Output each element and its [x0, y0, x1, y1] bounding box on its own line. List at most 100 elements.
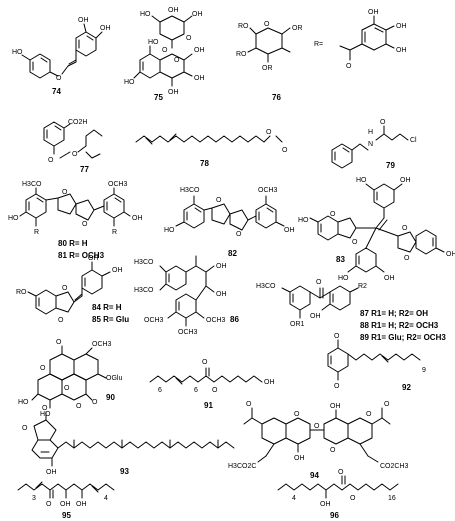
atom-label: OH [216, 291, 227, 298]
compound-92: O O 9 92 [327, 333, 426, 392]
atom-label: 9 [422, 367, 426, 374]
compound-number: 85 R= Glu [92, 315, 129, 324]
atom-label: OCH3 [178, 329, 198, 336]
compound-number: 91 [204, 401, 213, 410]
atom-label: 16 [388, 495, 396, 502]
compound-80-81: H3CO HO R O O OCH3 OH R 80 R= H 81 R= OC… [8, 181, 143, 260]
compound-number: 94 [310, 471, 319, 480]
atom-label: OH [194, 47, 205, 54]
atom-label: O [76, 403, 82, 410]
compound-number: 80 R= H [58, 239, 88, 248]
atom-label: OH [368, 9, 379, 16]
atom-label: RO [236, 51, 247, 58]
compound-91: O O OH 6 6 91 [149, 359, 275, 410]
atom-label: HO [12, 49, 23, 56]
atom-label: OH [192, 11, 203, 18]
atom-label: OCH3 [108, 181, 128, 188]
atom-label: HO [8, 215, 19, 222]
atom-label: OH [310, 313, 321, 320]
atom-label: O [330, 211, 336, 218]
compound-82: H3CO HO O O OCH3 OH 82 [164, 187, 295, 258]
atom-label: OGlu [106, 375, 122, 382]
atom-label: OCH3 [258, 187, 278, 194]
atom-label: H3CO [134, 287, 154, 294]
atom-label: O [352, 239, 358, 246]
atom-label: OH [194, 75, 205, 82]
compound-74: HO OH OH O 74 [12, 17, 111, 96]
compound-number: 82 [228, 249, 237, 258]
atom-label: OH [168, 89, 179, 96]
atom-label: H [368, 129, 373, 136]
atom-label: O [316, 279, 322, 286]
atom-label: O [46, 501, 52, 508]
compound-90: O OCH3 O OGlu HO O HO O O 90 [18, 339, 122, 418]
atom-label: RO [238, 23, 249, 30]
compound-number: 89 R1= Glu; R2= OCH3 [360, 333, 446, 342]
compound-94: OH O O O O H3CO2C OH O O CO2CH3 94 [228, 401, 409, 480]
atom-label: OH [88, 255, 99, 262]
atom-label: O [294, 411, 300, 418]
atom-label: OH [320, 501, 331, 508]
atom-label: OH [396, 23, 407, 30]
atom-label: H3CO [22, 181, 42, 188]
atom-label: OH [46, 469, 57, 476]
atom-label: OR [262, 65, 273, 72]
atom-label: OH [100, 25, 111, 32]
atom-label: OH [396, 47, 407, 54]
atom-label: HO [338, 275, 349, 282]
atom-label: 4 [104, 495, 108, 502]
atom-label: O [72, 151, 78, 158]
atom-label: O [82, 221, 88, 228]
atom-label: H3CO [256, 283, 276, 290]
atom-label: O [64, 385, 70, 392]
atom-label: CO2H [68, 119, 87, 126]
atom-label: HO [164, 227, 175, 234]
atom-label: O [330, 447, 336, 454]
compound-number: 76 [272, 93, 281, 102]
atom-label: O [402, 225, 408, 232]
atom-label: O [334, 383, 340, 390]
atom-label: N [368, 141, 373, 148]
atom-label: O [236, 231, 242, 238]
atom-label: O [56, 75, 62, 82]
atom-label: O [22, 425, 28, 432]
atom-label: R [112, 229, 117, 236]
compound-86: H3CO H3CO OH OH OCH3 OCH3 OCH3 86 [134, 255, 239, 336]
compound-76: O RO RO OR OR R= OH OH OH O 76 [236, 9, 407, 102]
atom-label: HO [148, 39, 159, 46]
atom-label: R= [314, 41, 323, 48]
atom-label: OCH3 [92, 341, 112, 348]
atom-label: O [282, 147, 288, 154]
atom-label: HO [18, 399, 29, 406]
atom-label: OH [168, 7, 179, 14]
atom-label: O [346, 63, 352, 70]
atom-label: HO [124, 79, 135, 86]
atom-label: O [62, 189, 68, 196]
compound-84-85: RO O O OH OH 84 R= H 85 R= Glu [16, 255, 129, 324]
atom-label: H3CO2C [228, 463, 256, 470]
atom-label: Cl [410, 137, 417, 144]
atom-label: OH [78, 17, 89, 24]
atom-label: O [384, 401, 390, 408]
atom-label: O [366, 411, 372, 418]
atom-label: O [314, 423, 320, 430]
atom-label: OH [216, 263, 227, 270]
compound-78: O O 78 [135, 129, 288, 168]
atom-label: O [212, 387, 218, 394]
atom-label: OCH3 [144, 317, 164, 324]
atom-label: OH [264, 379, 275, 386]
compound-number: 75 [154, 93, 163, 102]
atom-label: O [334, 333, 340, 340]
atom-label: OH [60, 501, 71, 508]
atom-label: O [264, 21, 270, 28]
atom-label: OH [294, 455, 305, 462]
atom-label: CO2CH3 [380, 463, 409, 470]
atom-label: 4 [292, 495, 296, 502]
atom-label: OH [446, 251, 455, 258]
atom-label: OH [76, 501, 87, 508]
atom-label: 3 [32, 495, 36, 502]
compound-number: 95 [62, 511, 71, 520]
atom-label: O [40, 365, 46, 372]
atom-label: HO [356, 177, 367, 184]
